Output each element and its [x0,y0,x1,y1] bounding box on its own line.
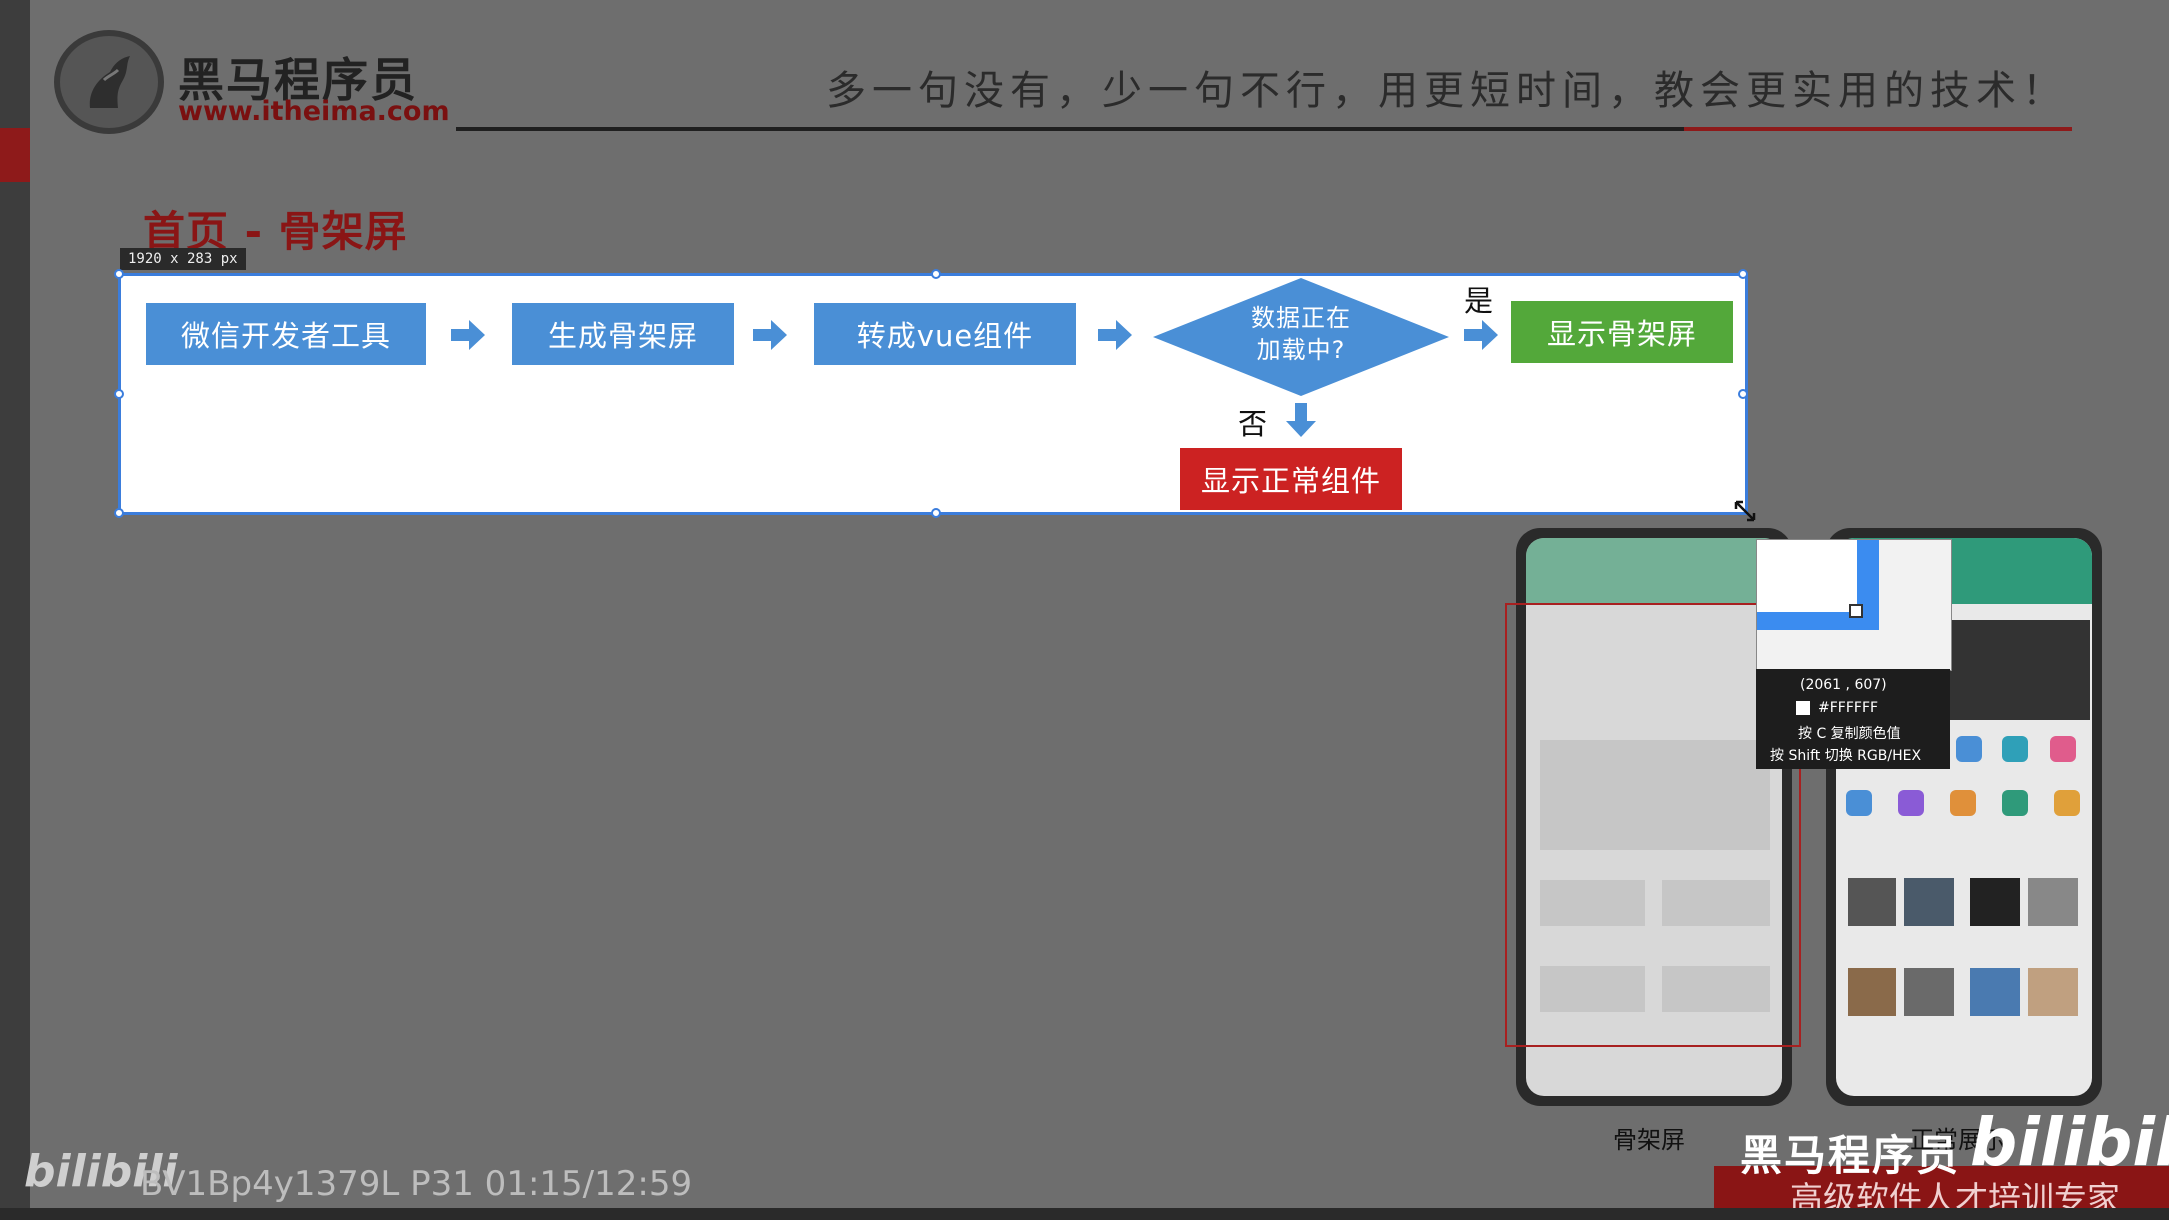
arrow-right-icon [451,320,485,350]
brand-logo [54,30,164,134]
category-icon [2002,790,2028,816]
slogan: 多一句没有，少一句不行，用更短时间，教会更实用的技术！ [826,68,2068,114]
skeleton-block [1662,966,1770,1012]
resize-handle-top-center[interactable] [931,269,941,279]
flow-result-show-skeleton: 显示骨架屏 [1511,301,1733,363]
header-divider [456,127,2072,131]
resize-handle-bottom-center[interactable] [931,508,941,518]
bottom-bar [0,1208,2169,1220]
caption-skeleton: 骨架屏 [1613,1126,1685,1154]
selection-size-badge: 1920 x 283 px [120,248,246,270]
category-icon [1956,736,1982,762]
color-picker-info: (2061 , 607) #FFFFFF 按 C 复制颜色值 按 Shift 切… [1756,669,1950,769]
picker-hex: #FFFFFF [1818,700,1879,716]
yes-label: 是 [1464,284,1494,318]
arrow-right-icon [1464,320,1498,350]
category-icon [2054,790,2080,816]
resize-cursor-icon [1734,500,1756,522]
corner-brand: 黑马程序员 [1740,1131,1961,1180]
picker-swatch [1796,701,1810,715]
product-image [1848,968,1896,1016]
resize-handle-bottom-left[interactable] [114,508,124,518]
picker-coords: (2061 , 607) [1800,677,1887,693]
product-image [1970,878,2020,926]
skeleton-block [1662,880,1770,926]
header-divider-accent [1684,127,2072,131]
category-icon [1950,790,1976,816]
magnifier-white-area [1757,540,1857,612]
decision-diamond [1153,278,1449,396]
resize-handle-mid-left[interactable] [114,389,124,399]
corner-bilibili-logo: bilibili [1970,1104,2169,1181]
picker-hint-copy: 按 C 复制颜色值 [1798,726,1901,742]
product-image [1970,968,2020,1016]
page-title: 首页 - 骨架屏 [143,207,408,256]
no-label: 否 [1238,407,1268,441]
phone-skeleton-header [1526,538,1782,604]
skeleton-block [1540,740,1770,850]
flow-step-wechat-devtools: 微信开发者工具 [146,303,426,365]
skeleton-block [1540,966,1645,1012]
corner-banner [1714,1166,2169,1214]
left-edge-bar [0,0,30,1220]
resize-handle-top-right[interactable] [1738,269,1748,279]
magnifier-crosshair [1849,604,1863,618]
category-icon [2050,736,2076,762]
resize-handle-mid-right[interactable] [1738,389,1748,399]
product-image [1904,968,1954,1016]
skeleton-highlight-frame [1505,603,1801,1047]
product-image [2028,968,2078,1016]
arrow-right-icon [1098,320,1132,350]
flow-result-show-normal: 显示正常组件 [1180,448,1402,510]
arrow-down-icon [1286,403,1316,437]
resize-handle-top-left[interactable] [114,269,124,279]
product-image [1848,878,1896,926]
caption-normal: 正常展示 [1910,1126,2006,1154]
flow-step-generate-skeleton: 生成骨架屏 [512,303,734,365]
arrow-right-icon [753,320,787,350]
banner-image [1950,620,2090,720]
category-icon [2002,736,2028,762]
skeleton-block [1540,880,1645,926]
product-image [1904,878,1954,926]
brand-name: 黑马程序员 [178,53,418,107]
bilibili-watermark: bilibili [24,1146,178,1197]
magnifier-blue-line [1757,612,1879,630]
decision-label: 数据正在 加载中? [1251,304,1351,364]
picker-hint-toggle: 按 Shift 切换 RGB/HEX [1770,748,1922,764]
category-icon [1898,790,1924,816]
flow-step-convert-vue: 转成vue组件 [814,303,1076,365]
brand-url: www.itheima.com [178,96,450,127]
product-image [2028,878,2078,926]
left-red-accent [0,128,30,182]
video-info: BV1Bp4y1379L P31 01:15/12:59 [140,1164,693,1204]
category-icon [1846,790,1872,816]
flow-diagram-selection[interactable]: 微信开发者工具 生成骨架屏 转成vue组件 数据正在 加载中? 是 显示骨架屏 … [114,269,1748,518]
horse-logo-icon [89,56,130,108]
color-picker-magnifier [1756,539,1952,671]
